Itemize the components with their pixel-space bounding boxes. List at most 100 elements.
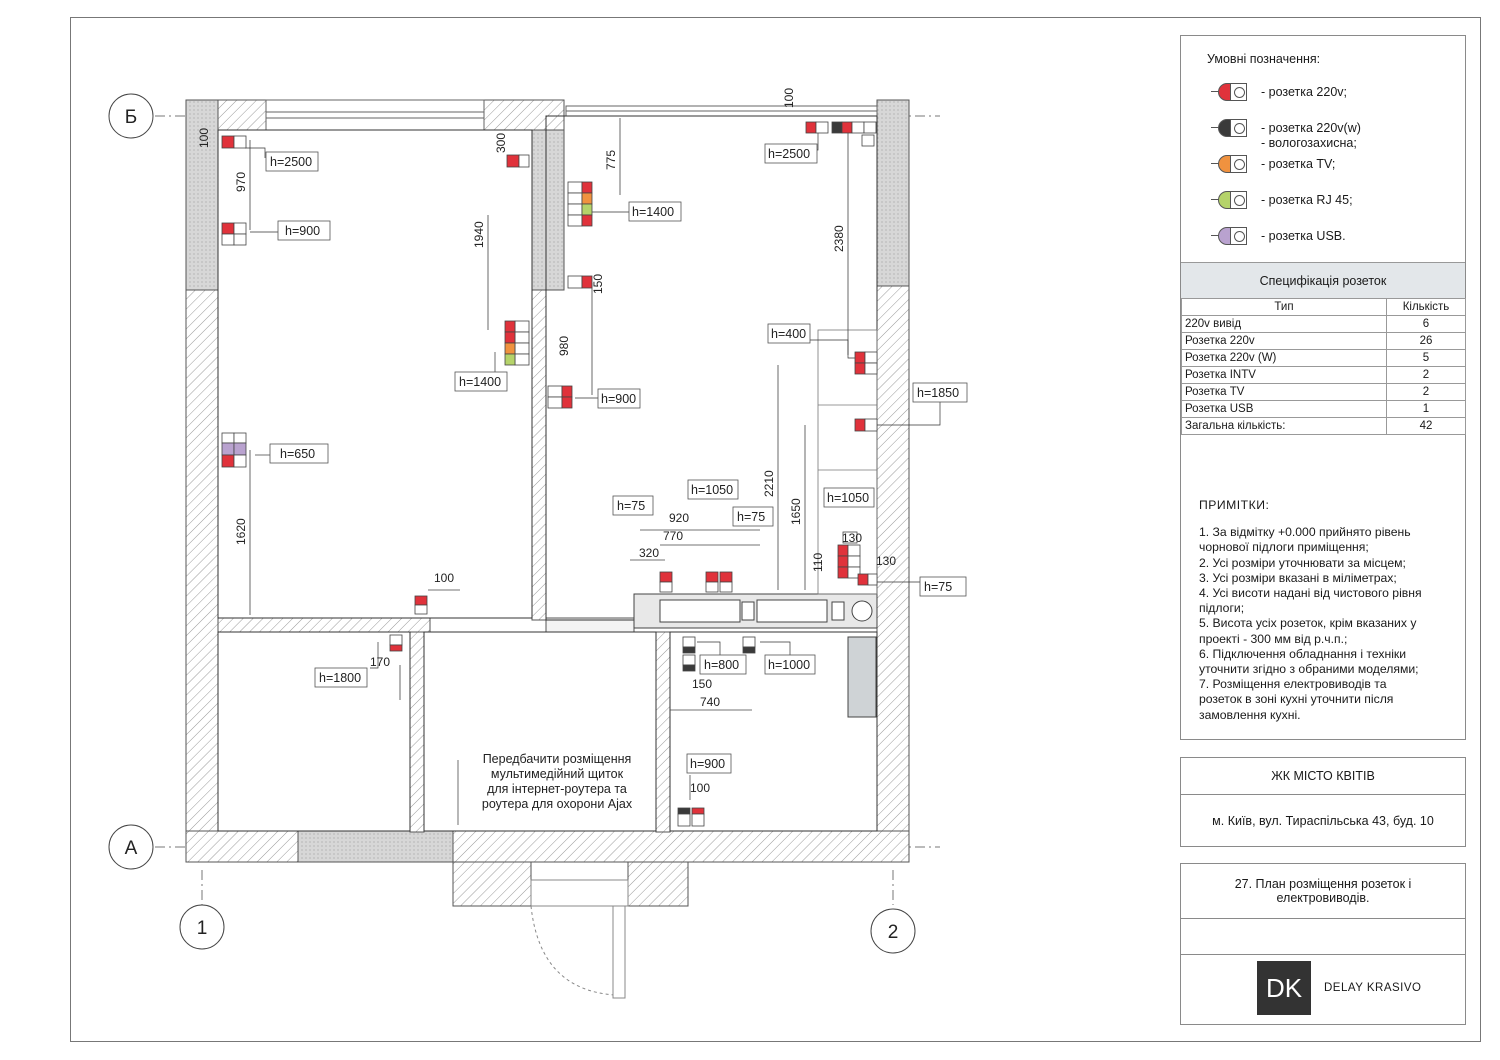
- multimedia-note: Передбачити розміщення мультимедійний щи…: [482, 752, 633, 811]
- h-label: h=1050: [691, 483, 733, 497]
- spec-type: Загальна кількість:: [1181, 417, 1387, 435]
- spec-type: Розетка USB: [1181, 400, 1387, 418]
- legend-label: - розетка RJ 45;: [1261, 193, 1353, 207]
- note-line: 7. Розміщення електровиводів та: [1199, 677, 1387, 692]
- spec-header: Кількість: [1386, 298, 1466, 316]
- spec-title: Специфікація розеток: [1181, 262, 1465, 299]
- socket-rj45-icon: [1211, 190, 1247, 210]
- kitchen-panels: [817, 329, 878, 595]
- axis-marker-b: [108, 93, 154, 139]
- notes-title: ПРИМІТКИ:: [1199, 498, 1270, 512]
- axis-marker-2: [870, 908, 916, 954]
- legend-label: - розетка USB.: [1261, 229, 1346, 243]
- axis-label-a: А: [125, 838, 138, 859]
- spec-qty: 26: [1386, 332, 1466, 350]
- note-line: замовлення кухні.: [1199, 707, 1301, 722]
- spec-qty: 2: [1386, 383, 1466, 401]
- windows: [265, 99, 878, 131]
- inner-walls: [217, 289, 671, 833]
- note-line: проекті - 300 мм від р.ч.п.;: [1199, 631, 1348, 646]
- dim-label: 2380: [832, 225, 846, 252]
- logo-text: DK: [1265, 972, 1303, 1003]
- dim-label: 920: [669, 511, 689, 525]
- h-label: h=1800: [319, 671, 361, 685]
- dimension-labels: 100 970 1620 300 1940 775 150 980 100 23…: [197, 88, 896, 795]
- dim-label: 100: [690, 781, 710, 795]
- h-label: h=75: [617, 499, 645, 513]
- studio-name: DELAY KRASIVO: [1324, 982, 1422, 994]
- spec-qty: 2: [1386, 366, 1466, 384]
- h-label: h=650: [280, 447, 315, 461]
- legend-item-usb: - розетка USB.: [1211, 225, 1346, 247]
- dimension-lines: [249, 118, 849, 711]
- spec-type: Розетка 220v (W): [1181, 349, 1387, 367]
- note-line: роутера для охорони Ajax: [482, 797, 633, 811]
- dim-label: 300: [494, 133, 508, 153]
- dim-label: 775: [604, 150, 618, 170]
- socket-220v-icon: [1211, 82, 1247, 102]
- note-line: 5. Висота усіх розеток, крім вказаних у: [1199, 616, 1417, 631]
- dim-label: 100: [782, 88, 796, 108]
- dim-label: 150: [591, 274, 605, 294]
- legend-item-tv: - розетка TV;: [1211, 153, 1335, 175]
- kitchen-counter: [633, 593, 878, 718]
- axis-markers: [108, 93, 916, 954]
- legend-label: - розетка TV;: [1261, 157, 1336, 171]
- dim-label: 970: [234, 172, 248, 192]
- spec-type: 220v вивід: [1181, 315, 1387, 333]
- spec-qty: 6: [1386, 315, 1466, 333]
- project-name: ЖК МІСТО КВІТІВ: [1271, 769, 1375, 783]
- note-line: 2. Усі розміри уточнювати за місцем;: [1199, 555, 1406, 570]
- spec-header-row: Тип Кількість: [1181, 298, 1466, 316]
- spec-section: Специфікація розеток Тип Кількість 220v …: [1181, 262, 1466, 435]
- dim-label: 170: [370, 655, 390, 669]
- axis-label-b: Б: [125, 107, 137, 128]
- dim-label: 130: [876, 554, 896, 568]
- dim-label: 980: [557, 336, 571, 356]
- dim-label: 110: [811, 553, 825, 572]
- axis-label-2: 2: [888, 922, 899, 943]
- note-line: розеток в зоні кухні уточнити після: [1199, 692, 1394, 707]
- dim-label: 100: [197, 128, 211, 148]
- socket-tv-icon: [1211, 154, 1247, 174]
- axis-marker-1: [179, 904, 225, 950]
- h-label: h=900: [690, 757, 725, 771]
- project-panel: ЖК МІСТО КВІТІВ м. Київ, вул. Тираспільс…: [1180, 757, 1466, 847]
- dim-label: 1620: [234, 518, 248, 545]
- dim-label: 100: [434, 571, 454, 585]
- h-label: h=2500: [768, 147, 810, 161]
- spec-type: Розетка TV: [1181, 383, 1387, 401]
- h-label: h=900: [601, 392, 636, 406]
- h-label: h=75: [924, 580, 952, 594]
- height-tags: [265, 143, 968, 774]
- legend-item-220v-w: - розетка 220v(w): [1211, 117, 1361, 139]
- dim-label: 1940: [472, 221, 486, 248]
- sheet-title-2: електровиводів.: [1276, 891, 1370, 905]
- legend-label: - розетка 220v;: [1261, 85, 1347, 99]
- spec-qty: 1: [1386, 400, 1466, 418]
- legend-label: - розетка 220v(w): [1261, 121, 1361, 135]
- drawing-frame: [70, 17, 1481, 1042]
- h-label: h=1000: [768, 658, 810, 672]
- h-label: h=1850: [917, 386, 959, 400]
- note-line: 6. Підключення обладнання і техніки: [1199, 646, 1407, 661]
- h-label: h=900: [285, 224, 320, 238]
- spec-qty: 5: [1386, 349, 1466, 367]
- h-label: h=1400: [459, 375, 501, 389]
- dim-label: 320: [639, 546, 659, 560]
- legend-label-2: - вологозахисна;: [1261, 136, 1357, 150]
- h-label: h=400: [771, 327, 806, 341]
- dim-label: 740: [700, 695, 720, 709]
- spec-type: Розетка INTV: [1181, 366, 1387, 384]
- sockets: [221, 121, 878, 827]
- h-label: h=1400: [632, 205, 674, 219]
- note-line: уточнити згідно з обраними моделями;: [1199, 662, 1419, 677]
- note-line: 1. За відмітку +0.000 прийнято рівень: [1199, 525, 1411, 540]
- note-line: Передбачити розміщення: [483, 752, 632, 766]
- legend-panel: Умовні позначення: - розетка 220v; - роз…: [1180, 35, 1466, 740]
- spec-row: Розетка 220v (W)5: [1181, 349, 1466, 367]
